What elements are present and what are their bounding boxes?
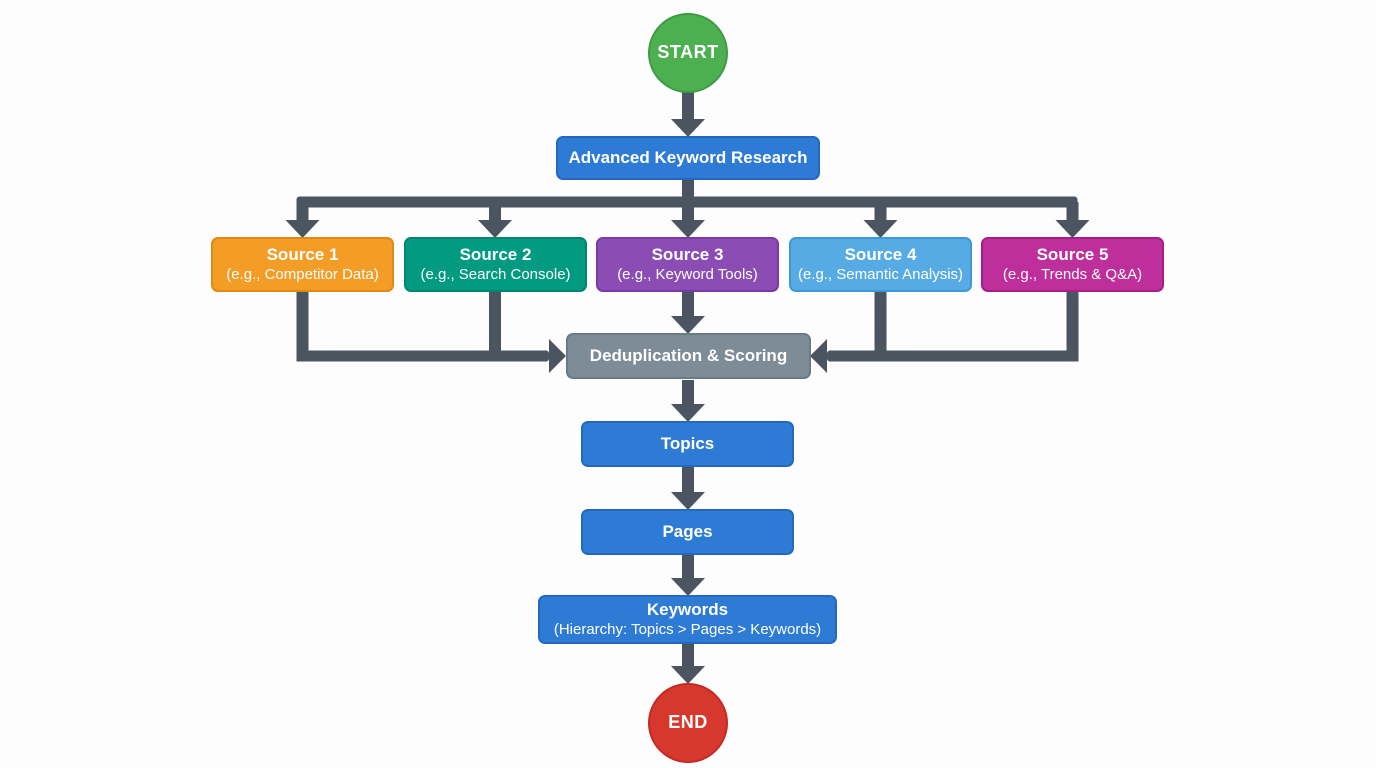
pages-label: Pages: [662, 521, 713, 541]
source-2-subtitle: (e.g., Search Console): [420, 266, 571, 284]
source-1-title: Source 1: [266, 244, 339, 264]
topics-label: Topics: [660, 433, 715, 453]
source-2-node: Source 2 (e.g., Search Console): [404, 237, 587, 292]
keywords-title: Keywords: [646, 599, 729, 619]
source-3-node: Source 3 (e.g., Keyword Tools): [596, 237, 779, 292]
start-label: START: [657, 42, 719, 63]
source-2-title: Source 2: [459, 244, 532, 264]
source-1-subtitle: (e.g., Competitor Data): [226, 266, 379, 284]
source-4-title: Source 4: [844, 244, 917, 264]
source-5-subtitle: (e.g., Trends & Q&A): [1002, 266, 1143, 284]
source-4-subtitle: (e.g., Semantic Analysis): [797, 266, 964, 284]
keywords-node: Keywords (Hierarchy: Topics > Pages > Ke…: [538, 595, 837, 644]
advanced-keyword-research-node: Advanced Keyword Research: [556, 136, 820, 180]
source-4-node: Source 4 (e.g., Semantic Analysis): [789, 237, 972, 292]
source-1-node: Source 1 (e.g., Competitor Data): [211, 237, 394, 292]
advanced-keyword-research-label: Advanced Keyword Research: [568, 147, 808, 167]
source-5-title: Source 5: [1036, 244, 1109, 264]
source-3-subtitle: (e.g., Keyword Tools): [617, 266, 758, 284]
deduplication-scoring-label: Deduplication & Scoring: [589, 345, 788, 365]
deduplication-scoring-node: Deduplication & Scoring: [566, 333, 811, 379]
keywords-subtitle: (Hierarchy: Topics > Pages > Keywords): [553, 621, 822, 639]
end-node: END: [648, 683, 728, 763]
source-5-node: Source 5 (e.g., Trends & Q&A): [981, 237, 1164, 292]
topics-node: Topics: [581, 421, 794, 467]
end-label: END: [668, 712, 708, 733]
start-node: START: [648, 13, 728, 93]
source-3-title: Source 3: [651, 244, 724, 264]
pages-node: Pages: [581, 509, 794, 555]
